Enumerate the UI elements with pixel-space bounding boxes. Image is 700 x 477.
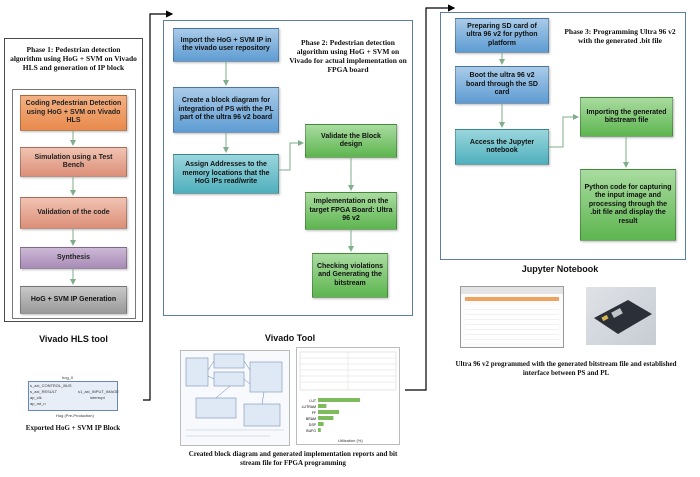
phase1-step-validation: Validation of the code	[20, 197, 127, 229]
phase2-caption: Created block diagram and generated impl…	[188, 450, 398, 467]
ip-port-left: s_axi_CONTROL_BUS	[30, 383, 72, 388]
phase1-export-caption: Exported HoG + SVM IP Block	[25, 424, 121, 432]
utilization-bar	[318, 410, 339, 414]
phase3-step-sd-card: Preparing SD card of ultra 96 v2 for pyt…	[455, 18, 549, 53]
phase2-step-validate: Validate the Block design	[305, 124, 397, 158]
jupyter-file-list	[465, 305, 559, 343]
ip-port-left: s_axi_RESULT	[30, 389, 58, 394]
jupyter-header	[465, 297, 559, 301]
connector-phase2-phase3	[405, 4, 456, 391]
ip-block-diagram: hog_0 s_axi_CONTROL_BUS s_axi_RESULT ap_…	[6, 375, 136, 419]
ip-port-right: s1_axi_INPUT_IMAGE	[78, 389, 119, 394]
utilization-bar	[318, 428, 321, 432]
utilization-row-label: LUTRAM	[302, 405, 316, 409]
phase2-step-bitstream: Checking violations and Generating the b…	[312, 253, 388, 298]
phase3-step-import-bitstream: Importing the generated bitstream file	[580, 97, 673, 137]
phase2-step-import-ip: Import the HoG + SVM IP in the vivado us…	[173, 28, 279, 62]
phase3-title: Phase 3: Programming Ultra 96 v2 with th…	[564, 27, 676, 45]
ip-port-left: ap_clk	[30, 395, 42, 400]
phase2-tool-label: Vivado Tool	[264, 333, 316, 343]
phase3-step-jupyter: Access the Jupyter notebook	[455, 129, 549, 165]
phase3-tool-label: Jupyter Notebook	[521, 264, 599, 274]
board-sketch	[594, 300, 652, 334]
phase1-tool-label: Vivado HLS tool	[39, 334, 108, 344]
utilization-bars: LUT LUTRAM FF BRAM DSP BUFG	[302, 398, 360, 433]
connector-phase1-phase2	[143, 10, 174, 401]
utilization-bar	[318, 422, 324, 426]
phase1-step-simulation: Simulation using a Test Bench	[20, 147, 127, 177]
arrow-p3-3	[549, 114, 579, 148]
utilization-row-label: BRAM	[306, 417, 316, 421]
utilization-row-label: BUFG	[306, 429, 316, 433]
phase2-step-assign-addresses: Assign Addresses to the memory locations…	[173, 154, 279, 194]
utilization-bar	[318, 416, 334, 420]
ip-port-left: ap_rst_n	[30, 401, 46, 406]
jupyter-screenshot-thumbnail	[460, 286, 564, 348]
ip-port-right: interrupt	[90, 395, 105, 400]
phase1-step-ip-generation: HoG + SVM IP Generation	[20, 286, 127, 314]
phase1-step-coding: Coding Pedestrian Detection using HoG + …	[20, 95, 127, 131]
utilization-bar	[318, 398, 360, 402]
arrow-p2-3	[279, 140, 304, 171]
utilization-row-label: LUT	[309, 399, 316, 403]
ip-block-name: hog_0	[62, 375, 74, 380]
phase2-step-implementation: Implementation on the target FPGA Board:…	[305, 192, 397, 230]
phase1-step-synthesis: Synthesis	[20, 247, 127, 269]
phase2-title: Phase 2: Pedestrian detection algorithm …	[289, 38, 407, 74]
phase3-caption: Ultra 96 v2 programmed with the generate…	[455, 360, 677, 377]
browser-bar	[461, 287, 563, 294]
phase2-step-block-diagram: Create a block diagram for integration o…	[173, 87, 279, 133]
block-diagram-sketch	[185, 353, 284, 437]
ip-block-body	[28, 381, 118, 411]
ip-block-footer: Hog (Pre-Production)	[56, 413, 94, 418]
utilization-row-label: FF	[312, 411, 316, 415]
phase1-title: Phase 1: Pedestrian detection algorithm …	[10, 45, 137, 72]
phase3-step-boot: Boot the ultra 96 v2 board through the S…	[455, 66, 549, 104]
report-table-sketch	[299, 351, 397, 391]
utilization-bar	[318, 404, 327, 408]
utilization-row-label: DSP	[309, 423, 317, 427]
utilization-axis-label: Utilization (%)	[338, 438, 363, 443]
phase3-step-python-code: Python code for capturing the input imag…	[580, 169, 676, 241]
